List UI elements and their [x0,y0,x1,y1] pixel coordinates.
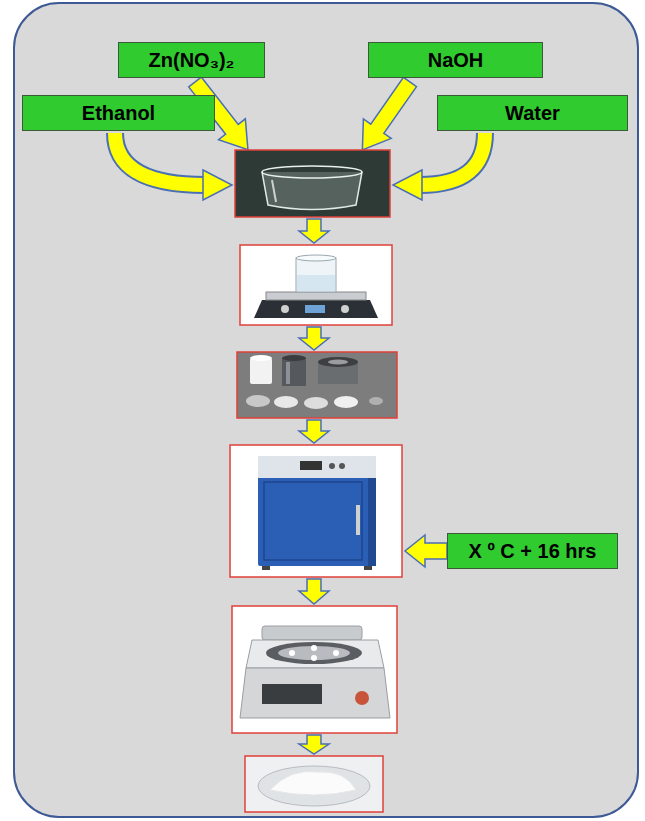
left-arrow [405,535,447,567]
picture-frame [235,150,390,217]
liner-top [250,355,272,361]
reagent-label: Ethanol [82,102,155,125]
cap-top [318,357,358,367]
tube [333,650,339,656]
reagent-label: X º C + 16 hrs [469,540,597,563]
autoclave-picture [237,352,397,418]
oven-display [300,461,322,470]
tube [311,645,317,651]
petri-dish [258,766,370,806]
tube [311,655,317,661]
hot-plate [266,292,366,300]
block-arrow [348,72,423,159]
display [305,305,325,313]
centrifuge-picture [232,606,397,733]
disc [334,396,358,408]
disc [246,395,270,407]
zno-powder [270,771,356,795]
tube [289,650,295,656]
reagent-arrows [182,72,424,161]
beaker-picture [235,150,390,217]
disc [304,397,328,409]
oven-foot [364,566,372,570]
curved-arrow-outline [420,133,485,185]
lid-hinge [262,626,362,640]
control-panel [258,456,376,478]
rotor [278,646,350,660]
steel-vessel [282,358,306,386]
outer-panel [14,3,638,817]
cap-bore [328,360,348,365]
picture-frame [245,756,383,812]
glass-highlight [272,180,276,202]
control-panel [262,684,322,704]
knob [355,691,369,705]
dish-rim [262,166,362,178]
oven-body [258,456,376,566]
reagent-box: Zn(NO₃)₂ [118,42,265,78]
oven-button [339,463,345,469]
vessel-top [282,355,306,361]
beaker-rim [296,255,336,261]
oven-picture [230,445,402,577]
picture-frame [230,445,402,577]
reagent-label: Zn(NO₃)₂ [149,49,235,72]
teflon-liner [250,358,272,384]
stirrer-base [254,300,378,318]
down-arrow [299,420,329,443]
reagent-label: NaOH [428,49,484,72]
picture-frame [232,606,397,733]
curved-arrow-body [115,133,205,185]
centrifuge-top [246,640,384,668]
oven-foot [262,566,270,570]
arrow-head [203,170,232,200]
down-arrow [299,219,329,243]
centrifuge-body [240,668,390,718]
down-arrow [299,579,329,604]
down-arrow [299,735,329,754]
reagent-box: Water [437,95,628,131]
reagent-box: X º C + 16 hrs [447,533,618,569]
reagent-label: Water [505,102,560,125]
disc [274,396,298,408]
reagent-box: NaOH [368,42,543,78]
knob [341,305,349,313]
rotor-chamber [266,642,362,664]
oven-button [329,463,335,469]
powder-picture [245,756,383,812]
oven-door [264,482,362,560]
door-handle [356,505,360,535]
down-arrow [299,327,329,350]
picture-frame [240,245,392,325]
beaker-liquid [297,275,335,291]
stirrer-picture [240,245,392,325]
curved-arrow-body [420,133,485,185]
disc [369,397,383,405]
picture-frame [237,352,397,418]
reagent-box: Ethanol [22,95,215,131]
arrow-head [393,170,422,200]
glass-beaker [296,258,336,292]
knob [281,305,289,313]
curved-arrow-outline [115,133,205,185]
metal-highlight [286,362,290,384]
